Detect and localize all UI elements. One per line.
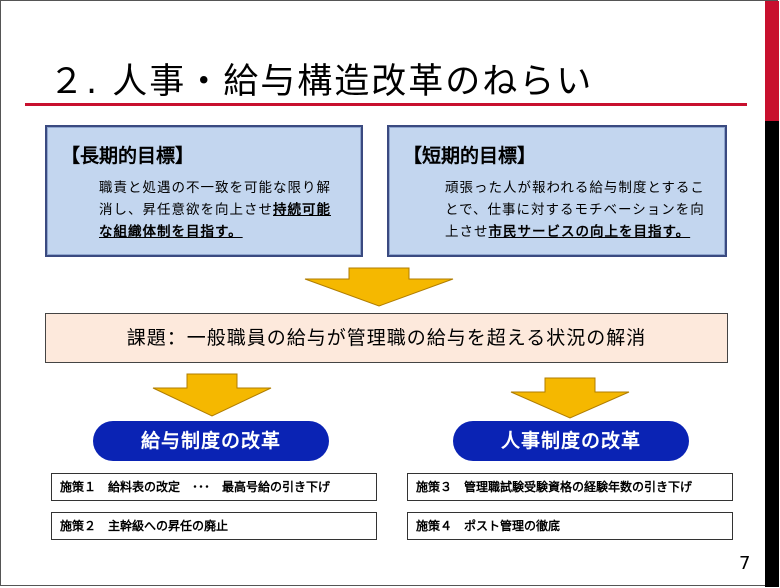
title-underline	[25, 103, 747, 106]
long-term-line-2-plain: 消し、昇任意欲を向上させ	[99, 202, 273, 218]
short-term-line-3-plain: 上させ	[445, 224, 489, 240]
long-term-goal-box: 【長期的目標】 職責と処遇の不一致を可能な限り解 消し、昇任意欲を向上させ持続可…	[45, 125, 363, 257]
salary-reform-label: 給与制度の改革	[93, 421, 329, 461]
short-term-goal-heading: 【短期的目標】	[403, 145, 537, 167]
measure-1: 施策１ 給料表の改定 ･･･ 最高号給の引き下げ	[51, 473, 377, 501]
slide-title: ２. 人事・給与構造改革のねらい	[49, 62, 594, 102]
short-term-goal-box: 【短期的目標】 頑張った人が報われる給与制度とするこ とで、仕事に対するモチベー…	[387, 125, 727, 257]
down-arrow-icon-right	[510, 377, 630, 419]
long-term-line-1: 職責と処遇の不一致を可能な限り解	[99, 180, 331, 196]
long-term-line-3: な組織体制を目指す。	[99, 221, 331, 243]
down-arrow-icon-center	[304, 267, 454, 307]
side-accent-red	[765, 1, 779, 121]
issue-box: 課題：一般職員の給与が管理職の給与を超える状況の解消	[45, 313, 728, 363]
long-term-goal-heading: 【長期的目標】	[61, 145, 195, 167]
short-term-line-2: とで、仕事に対するモチベーションを向	[445, 202, 705, 218]
down-arrow-icon-left	[152, 373, 272, 417]
page-number: 7	[739, 553, 751, 574]
measure-4: 施策４ ポスト管理の徹底	[407, 512, 733, 540]
measure-2: 施策２ 主幹級への昇任の廃止	[51, 512, 377, 540]
long-term-line-2: 消し、昇任意欲を向上させ持続可能	[99, 199, 331, 221]
short-term-goal-text: 頑張った人が報われる給与制度とするこ とで、仕事に対するモチベーションを向 上さ…	[445, 177, 705, 243]
short-term-line-3: 上させ市民サービスの向上を目指す。	[445, 221, 705, 243]
side-accent-black	[765, 121, 779, 587]
measure-3: 施策３ 管理職試験受験資格の経験年数の引き下げ	[407, 473, 733, 501]
long-term-goal-text: 職責と処遇の不一致を可能な限り解 消し、昇任意欲を向上させ持続可能 な組織体制を…	[99, 177, 331, 243]
long-term-line-2-emphasis: 持続可能	[273, 202, 331, 218]
long-term-line-3-emphasis: な組織体制を目指す。	[99, 224, 243, 240]
short-term-line-1: 頑張った人が報われる給与制度とするこ	[445, 180, 705, 196]
short-term-line-3-emphasis: 市民サービスの向上を目指す。	[488, 224, 691, 240]
personnel-reform-label: 人事制度の改革	[453, 421, 689, 461]
